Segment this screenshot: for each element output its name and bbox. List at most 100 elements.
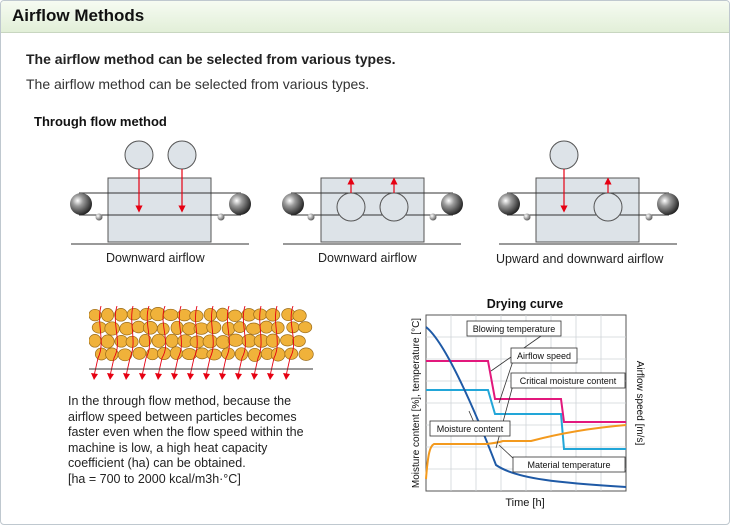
flow-arrowhead [171,373,178,380]
flow-arrowhead [139,373,146,380]
through-flow-title: Through flow method [34,114,167,129]
airflow-speed-line [426,389,626,450]
caption-downward-1: Downward airflow [106,251,205,265]
flow-line [269,306,278,377]
particle [298,347,314,361]
flow-line [253,306,262,377]
particle [125,335,139,348]
particle [206,320,222,334]
particles [89,307,314,362]
particle [132,347,147,360]
particle [271,321,285,334]
particle [151,333,166,348]
particle [104,321,120,336]
flow-line [285,306,295,377]
guide-roll [645,213,653,221]
particle [202,334,218,349]
particle [265,333,280,348]
y-axis-label-left: Moisture content [%], temperature [°C] [411,318,422,488]
flow-line [221,306,230,377]
particle [292,335,306,347]
y-axis-label-right: Airflow speed [m/s] [634,361,645,446]
description-line: airflow speed between particles becomes [68,409,297,424]
flow-arrowhead [91,373,98,380]
label-blowing-text: Blowing temperature [473,324,556,334]
flow-lines [91,306,295,380]
blowing-temperature-line [426,360,626,423]
particle [227,333,244,347]
flow-line [237,306,246,377]
through-flow-diagrams [70,140,679,245]
particle [233,321,247,333]
flow-line [109,306,118,377]
material-temperature-line [425,424,627,480]
description-line: coefficient (ha) can be obtained. [68,456,246,470]
flow-arrowhead [107,373,114,380]
flow-line [157,306,167,377]
particle [203,307,217,322]
label-critical: Critical moisture content [510,372,626,389]
particle [246,322,262,335]
flow-arrowhead [155,373,162,380]
label-material-text: Material temperature [527,460,610,470]
caption-downward-2: Downward airflow [318,251,417,265]
label-moisture: Moisture content [429,420,511,437]
flow-arrowhead [203,373,210,380]
caption-up-down: Upward and downward airflow [496,252,664,266]
page-header: Airflow Methods [1,1,729,33]
particle [101,308,115,322]
flow-line [205,306,214,377]
label-airflow: Airflow speed [510,347,578,364]
diagram-downward-1 [70,140,251,245]
drive-roll [498,193,520,215]
flow-line [141,306,150,377]
flow-arrowhead [251,373,258,380]
moisture-content-line [425,326,627,488]
drive-roll [657,193,679,215]
description-line: In the through flow method, because the [68,394,292,408]
flow-arrowhead [123,373,130,380]
fan [167,140,197,170]
description-text: In the through flow method, because the … [68,394,343,487]
particle [216,307,230,322]
drive-roll [282,193,304,215]
x-axis-label: Time [h] [505,497,544,509]
dryer-chamber [107,177,212,243]
flow-arrowhead [219,373,226,380]
guide-roll [307,213,315,221]
flow-line [173,306,182,377]
description-line: [ha = 700 to 2000 kcal/m3h·°C] [68,471,241,486]
particle [227,309,243,322]
dryer-chamber [535,177,640,243]
particle [165,333,179,348]
drive-roll [70,193,92,215]
flow-arrowhead [235,373,242,380]
flow-line [125,306,134,377]
description-line: faster even when the flow speed within t… [68,425,304,439]
label-blowing: Blowing temperature [466,320,562,337]
particle [117,348,133,362]
page-title: Airflow Methods [12,6,145,25]
particle [169,346,183,360]
particle [91,321,107,334]
label-airflow-text: Airflow speed [517,351,571,361]
label-material: Material temperature [512,456,626,473]
intro-plain-text: The airflow method can be selected from … [26,76,370,92]
flow-line [93,306,102,377]
diagram-up-down [498,140,679,245]
particle [215,335,231,349]
guide-roll [523,213,531,221]
particle [286,321,300,334]
fan [124,140,154,170]
particle [181,348,198,361]
drive-roll [441,193,463,215]
particle [89,334,102,348]
particle [105,347,119,362]
flow-line [189,306,198,377]
description-line: machine is low, a high heat capacity [68,440,268,455]
particle [138,334,152,348]
fan [336,192,366,222]
drying-curve-chart: Drying curve [411,297,645,509]
particle [162,308,179,321]
